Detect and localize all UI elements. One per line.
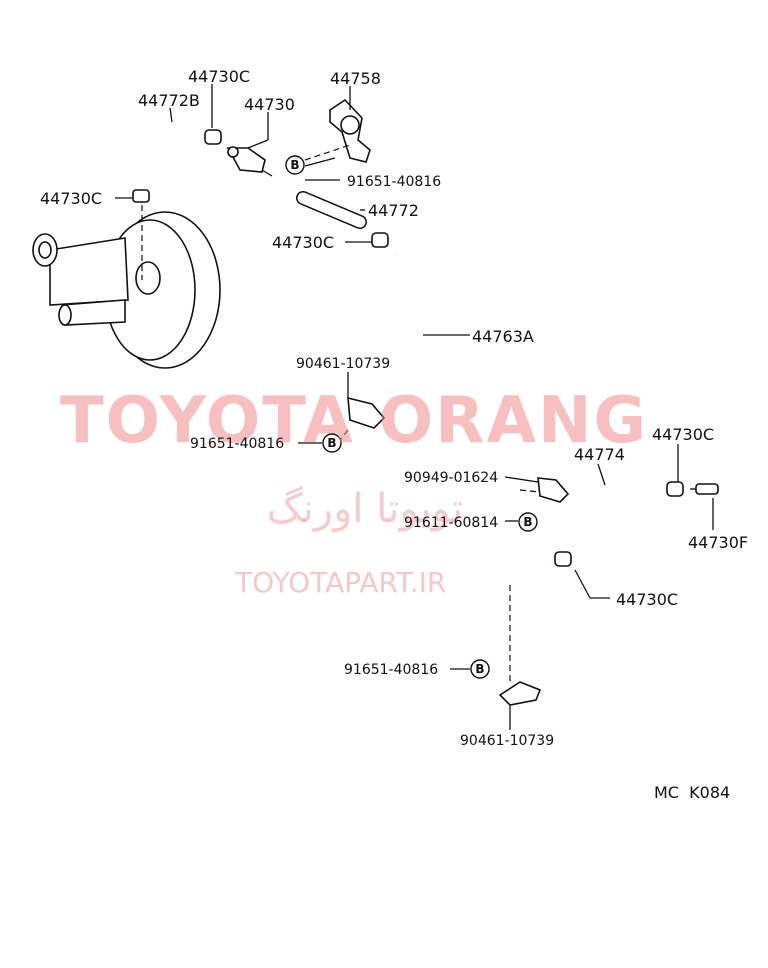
label-90461-top: 90461-10739: [296, 356, 390, 372]
clamp-44730c-left: [132, 189, 150, 203]
label-44763a: 44763A: [472, 327, 534, 346]
watermark-url: TOYOTAPART.IR: [234, 566, 446, 599]
watermark-main: TOYOTA ORANG: [60, 384, 648, 458]
svg-text:B: B: [290, 158, 299, 172]
label-44730c-left: 44730C: [40, 189, 102, 208]
label-91651-bottom: 91651-40816: [344, 662, 438, 678]
fitting-44730f: [690, 483, 719, 495]
clamp-44730c-right: [666, 481, 684, 497]
label-44758: 44758: [330, 69, 381, 88]
badge-b-mid: B: [322, 433, 342, 453]
clamp-44730c-mid: [371, 232, 389, 248]
label-44730c-mid: 44730C: [272, 233, 334, 252]
diagram-code: MC K084: [654, 783, 730, 802]
check-valve-44730: [226, 146, 273, 177]
svg-text:B: B: [475, 662, 484, 676]
label-44730: 44730: [244, 95, 295, 114]
badge-b-top: B: [285, 155, 305, 175]
label-44730c-lower: 44730C: [616, 590, 678, 609]
label-44772: 44772: [368, 201, 419, 220]
clamp-44730c-top: [204, 129, 222, 145]
svg-text:B: B: [523, 515, 532, 529]
label-44772b: 44772B: [138, 91, 200, 110]
alignment-lines: [141, 144, 541, 685]
bracket-44758: [329, 98, 371, 163]
label-90461-bottom: 90461-10739: [460, 733, 554, 749]
label-44730c-top: 44730C: [188, 67, 250, 86]
label-91651-mid: 91651-40816: [190, 436, 284, 452]
label-44730f: 44730F: [688, 533, 748, 552]
watermark-persian: تویوتا اورنگ: [267, 486, 463, 532]
bracket-90461-bottom: [498, 681, 542, 706]
svg-text:B: B: [327, 436, 336, 450]
clamp-44730c-lower: [554, 551, 572, 567]
label-91611: 91611-60814: [404, 515, 498, 531]
label-44774: 44774: [574, 445, 625, 464]
badge-b-right: B: [518, 512, 538, 532]
label-44730c-right: 44730C: [652, 425, 714, 444]
leader-lines: [115, 84, 714, 730]
label-91651-top: 91651-40816: [347, 174, 441, 190]
label-90949: 90949-01624: [404, 470, 498, 486]
bracket-90949: [537, 477, 570, 503]
brake-booster: [32, 211, 221, 369]
bracket-90461-top: [347, 396, 386, 429]
badge-b-bottom: B: [470, 659, 490, 679]
